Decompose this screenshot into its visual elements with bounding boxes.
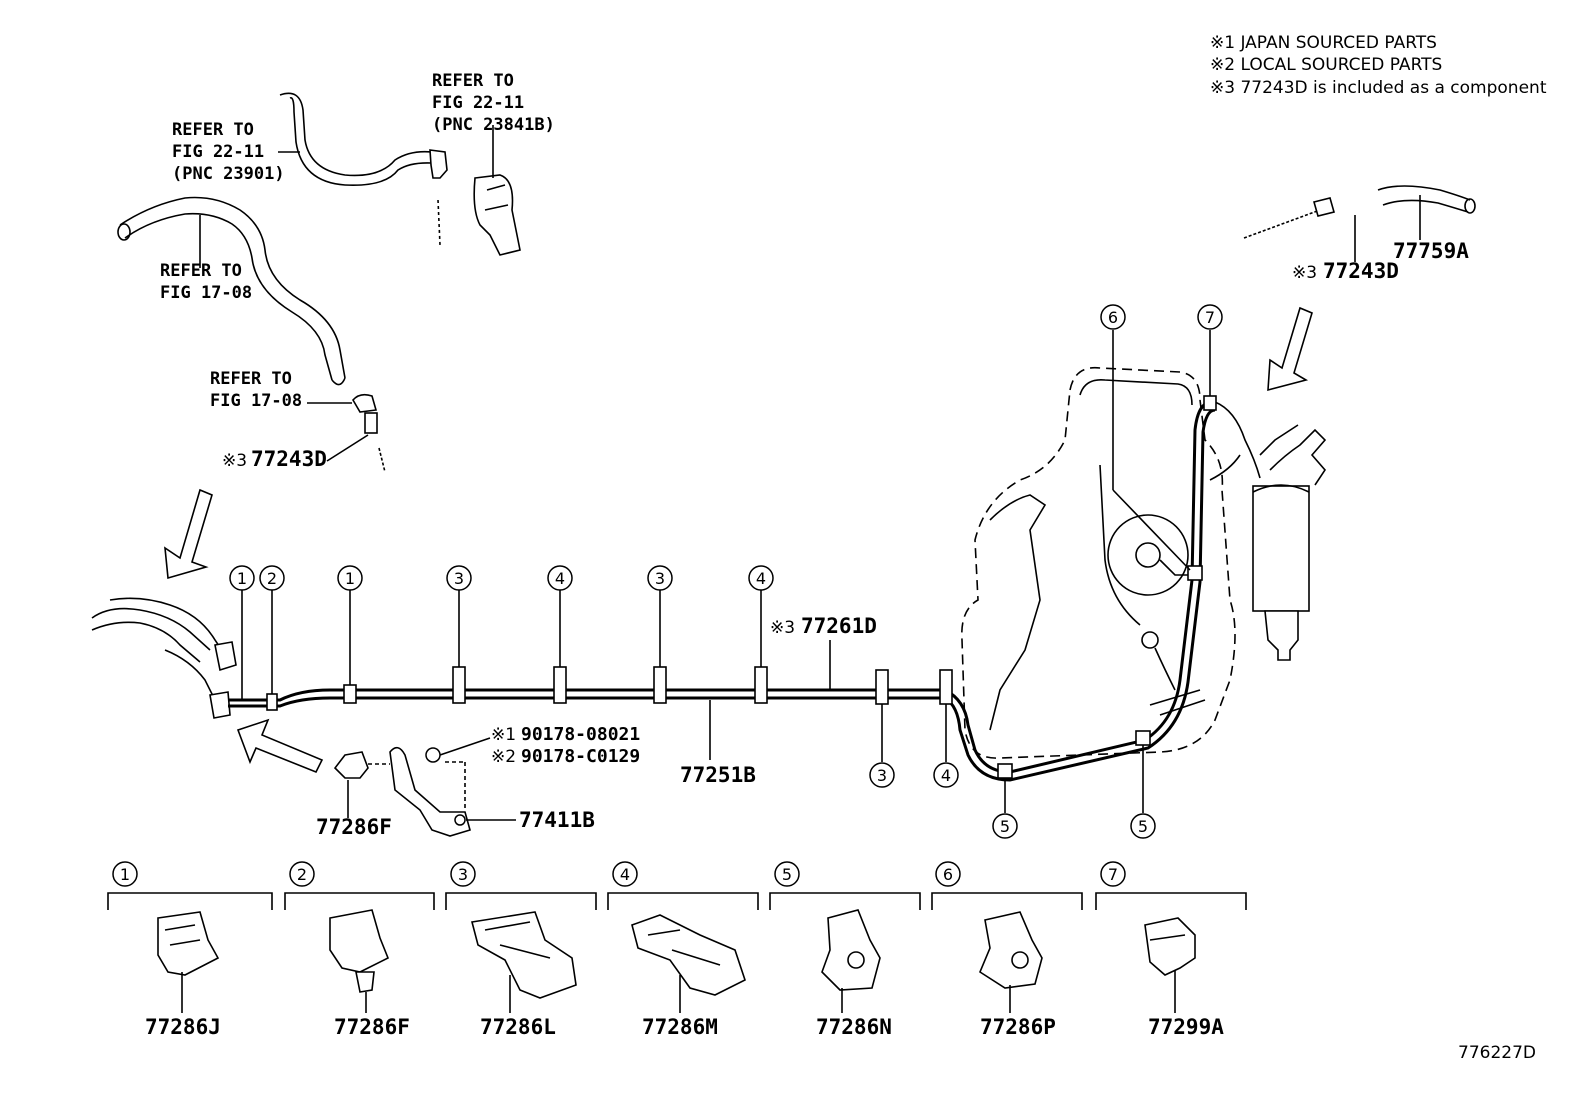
refer-3-label: REFER TO FIG 17-08 xyxy=(160,261,252,303)
legend-4-part: 77286M xyxy=(642,1015,718,1039)
part-77251B: 77251B xyxy=(680,763,756,787)
refer-1-line-2: FIG 22-11 xyxy=(432,93,524,113)
refer-2-line-1: REFER TO xyxy=(172,120,254,140)
note-3: ※3 77243D is included as a component xyxy=(1210,78,1547,98)
refer-2-line-2: FIG 22-11 xyxy=(172,142,264,162)
callout-4a xyxy=(547,565,573,591)
part-77243D-right: 77243D xyxy=(1323,259,1399,283)
part-77411B: 77411B xyxy=(519,808,595,832)
callout-4b xyxy=(748,565,774,591)
callout-1b xyxy=(337,565,363,591)
callout-1b-text: 1 xyxy=(345,569,355,588)
mark-1: ※1 xyxy=(491,725,516,745)
view-arrows xyxy=(164,306,1313,774)
legend-3-num: 3 xyxy=(458,865,468,884)
main-fuel-line xyxy=(228,400,1261,782)
callout-3c xyxy=(869,762,895,788)
note-1: ※1 JAPAN SOURCED PARTS xyxy=(1210,33,1437,53)
callout-4a-text: 4 xyxy=(555,569,565,588)
note-2: ※2 LOCAL SOURCED PARTS xyxy=(1210,55,1442,75)
refer-1-label: REFER TO FIG 22-11 (PNC 23841B) xyxy=(432,71,555,135)
callout-5b-text: 5 xyxy=(1138,817,1148,836)
callout-1a xyxy=(229,565,255,591)
refer-4-line-1: REFER TO xyxy=(210,369,292,389)
callout-3a-text: 3 xyxy=(454,569,464,588)
canister-bracket xyxy=(473,125,521,256)
fuel-tank xyxy=(961,366,1236,759)
part-77759A: 77759A xyxy=(1393,239,1469,263)
callout-5a xyxy=(992,813,1018,839)
mark-3-right: ※3 xyxy=(1292,263,1317,283)
callout-1a-text: 1 xyxy=(237,569,247,588)
legend-2-num: 2 xyxy=(297,865,307,884)
callout-7 xyxy=(1197,304,1223,330)
line-callouts: 1 2 1 3 4 3 4 3 4 5 5 6 xyxy=(229,304,1223,839)
legend-3-part: 77286L xyxy=(480,1015,556,1039)
upper-vapor-hose xyxy=(279,92,448,246)
legend-2-part: 77286F xyxy=(334,1015,410,1039)
callout-3b xyxy=(647,565,673,591)
bracket-assembly xyxy=(333,737,516,837)
refer-4-label: REFER TO FIG 17-08 xyxy=(210,369,302,411)
left-check-valve xyxy=(307,393,386,473)
legend-5-part: 77286N xyxy=(816,1015,892,1039)
callout-5a-text: 5 xyxy=(1000,817,1010,836)
legend-7-part: 77299A xyxy=(1148,1015,1224,1039)
refer-3-line-2: FIG 17-08 xyxy=(160,283,252,303)
callout-4b-text: 4 xyxy=(756,569,766,588)
filler-hose xyxy=(117,196,346,386)
callout-6-text: 6 xyxy=(1108,308,1118,327)
part-90178-08021: 90178-08021 xyxy=(521,724,640,745)
callout-2a-text: 2 xyxy=(267,569,277,588)
callout-3b-text: 3 xyxy=(655,569,665,588)
part-77286F-bracket: 77286F xyxy=(316,815,392,839)
legend-1-num: 1 xyxy=(120,865,130,884)
mark-2: ※2 xyxy=(491,747,516,767)
part-77261D: 77261D xyxy=(801,614,877,638)
callout-4c-text: 4 xyxy=(941,766,951,785)
refer-1-line-1: REFER TO xyxy=(432,71,514,91)
refer-2-label: REFER TO FIG 22-11 (PNC 23901) xyxy=(172,120,300,184)
callout-3c-text: 3 xyxy=(877,766,887,785)
notes-block: ※1 JAPAN SOURCED PARTS ※2 LOCAL SOURCED … xyxy=(1210,33,1547,98)
right-vent-hose xyxy=(1243,185,1476,262)
clamp-legend: 1 77286J 2 77286F 3 77286L 4 77286M 5 xyxy=(107,861,1247,1039)
mark-3-line: ※3 xyxy=(770,618,795,638)
legend-6-part: 77286P xyxy=(980,1015,1056,1039)
legend-7-num: 7 xyxy=(1108,865,1118,884)
refer-3-line-1: REFER TO xyxy=(160,261,242,281)
part-77243D-left: 77243D xyxy=(251,447,327,471)
callout-4c xyxy=(933,762,959,788)
callout-6 xyxy=(1100,304,1126,330)
legend-1-part: 77286J xyxy=(145,1015,221,1039)
inlet-pipes xyxy=(91,597,237,719)
diagram-code: 776227D xyxy=(1458,1043,1536,1063)
charcoal-canister xyxy=(1252,424,1327,661)
legend-5-num: 5 xyxy=(782,865,792,884)
line-clamps xyxy=(266,395,1217,779)
part-90178-C0129: 90178-C0129 xyxy=(521,746,640,767)
callout-2a xyxy=(259,565,285,591)
callout-7-text: 7 xyxy=(1205,308,1215,327)
mark-3-left: ※3 xyxy=(222,451,247,471)
legend-4-num: 4 xyxy=(620,865,630,884)
refer-4-line-2: FIG 17-08 xyxy=(210,391,302,411)
refer-1-line-3: (PNC 23841B) xyxy=(432,115,555,135)
refer-2-line-3: (PNC 23901) xyxy=(172,164,285,184)
legend-6-num: 6 xyxy=(943,865,953,884)
callout-3a xyxy=(446,565,472,591)
callout-5b xyxy=(1130,813,1156,839)
